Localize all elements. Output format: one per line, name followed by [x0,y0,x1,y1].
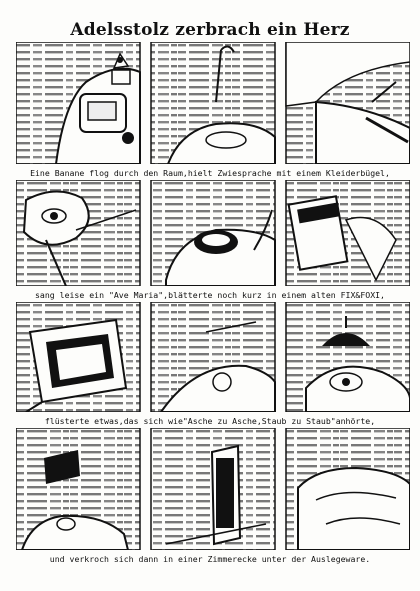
caption-3: flüsterte etwas,das sich wie"Asche zu As… [44,416,376,426]
page-title: Adelsstolz zerbrach ein Herz [70,20,350,40]
comic-strip-2 [16,180,410,286]
panel-2-1 [16,180,141,286]
panel-2-3 [285,180,410,286]
panel-3-1 [16,302,141,412]
caption-4: und verkroch sich dann in einer Zimmerec… [49,554,371,564]
comic-strip-3 [16,302,410,412]
panel-4-3 [285,428,410,550]
panel-4-2 [150,428,276,550]
caption-2: sang leise ein "Ave Maria",blätterte noc… [35,290,385,300]
panel-1-1 [16,42,141,164]
panel-1-2 [150,42,276,164]
comic-strip-4 [16,428,410,550]
panel-1-3 [285,42,410,164]
comic-strip-1 [16,42,410,164]
panel-4-1 [16,428,141,550]
caption-1: Eine Banane flog durch den Raum,hielt Zw… [30,168,390,178]
panel-3-3 [285,302,410,412]
panel-3-2 [150,302,276,412]
panel-2-2 [150,180,276,286]
